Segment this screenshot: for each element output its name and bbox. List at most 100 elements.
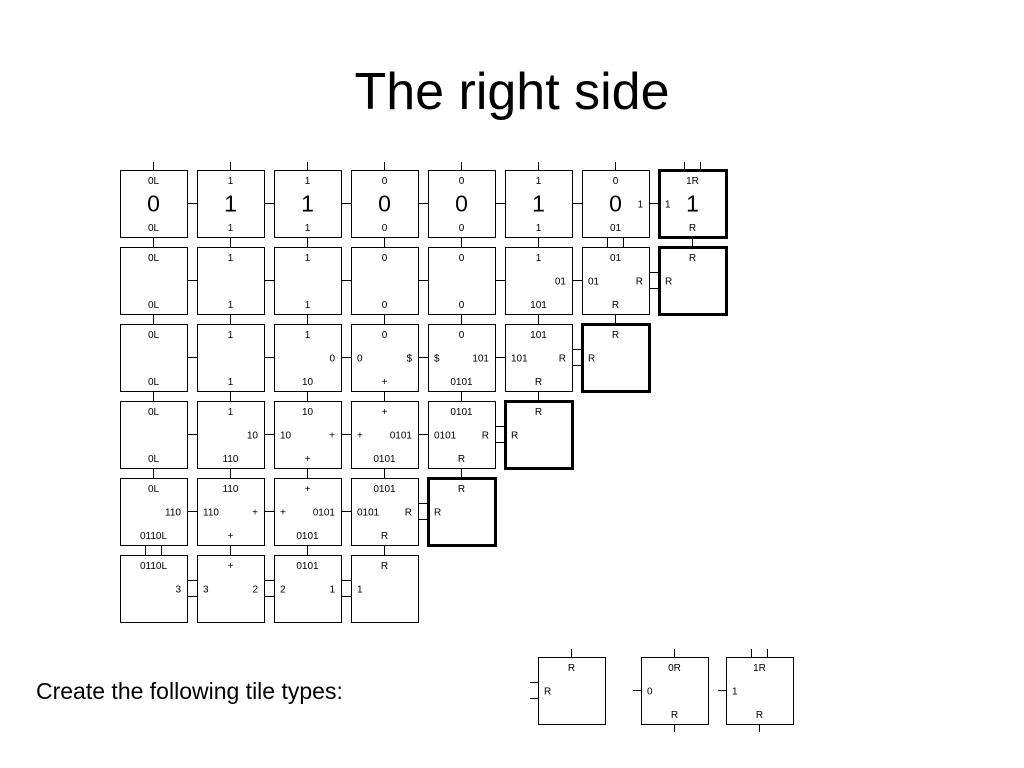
tile-left-label: 110	[203, 508, 219, 519]
tile-top-label: R	[535, 407, 542, 418]
tile-top-label: 1	[305, 330, 311, 341]
tile-top-label: +	[228, 561, 234, 572]
tile-right-label: +	[252, 508, 258, 519]
assembly-tile: 11	[189, 316, 272, 399]
tile-bottom-label: 0	[459, 223, 465, 234]
tile-border	[658, 246, 728, 316]
tile-center-value: 1	[686, 191, 699, 217]
tile-left-label: 1	[665, 200, 671, 211]
assembly-tile: 11	[189, 239, 272, 322]
tile-left-label: 1	[357, 585, 363, 596]
tile-left-label: 01	[588, 277, 600, 288]
tile-left-label: 0101	[357, 508, 380, 519]
tile-top-label: 0101	[296, 561, 319, 572]
tile-bottom-label: R	[689, 223, 696, 234]
tile-center-value: 0	[378, 191, 391, 217]
tile-left-label: +	[280, 508, 286, 519]
tile-bottom-label: 0L	[148, 223, 160, 234]
tile-border	[504, 400, 574, 470]
tile-top-label: 0	[459, 330, 465, 341]
tile-bottom-label: 1	[228, 300, 234, 311]
tile-right-label: 3	[175, 585, 181, 596]
tile-top-label: 1R	[686, 176, 699, 187]
assembly-tile: 1 101 01	[497, 239, 580, 322]
tile-bottom-label: 0L	[148, 300, 160, 311]
tile-right-label: 01	[555, 277, 567, 288]
assembly-tile: 10+10+	[266, 393, 349, 476]
tile-bottom-label: R	[535, 377, 542, 388]
tile-bottom-label: +	[382, 377, 388, 388]
tile-right-label: R	[636, 277, 643, 288]
tile-bottom-label: R	[612, 300, 619, 311]
tile-top-label: 0L	[148, 330, 160, 341]
tile-bottom-label: 1	[228, 377, 234, 388]
tile-left-label: R	[588, 354, 595, 365]
tile-border	[427, 477, 497, 547]
assembly-tile: RR	[497, 393, 574, 470]
tile-left-label: 0	[647, 687, 653, 698]
tile-border	[351, 555, 419, 623]
tile-center-value: 1	[532, 191, 545, 217]
tile-right-label: R	[482, 431, 489, 442]
assembly-tile: RR	[574, 316, 651, 393]
tile-top-label: 1	[228, 330, 234, 341]
assembly-tile: +0101+0101	[266, 470, 349, 553]
tile-top-label: 1	[536, 253, 542, 264]
assembly-tile: 1R R 1 1	[651, 162, 728, 245]
tile-top-label: 0R	[668, 663, 681, 674]
assembly-tile: R1	[343, 547, 419, 623]
assembly-tile: 00	[420, 239, 503, 322]
tile-top-label: 1	[228, 407, 234, 418]
slide-title: The right side	[354, 63, 670, 121]
tile-top-label: R	[458, 484, 465, 495]
tile-types-caption: Create the following tile types:	[36, 678, 343, 704]
tile-top-label: 1	[305, 253, 311, 264]
tile-top-label: 0L	[148, 484, 160, 495]
tile-bottom-label: 0	[382, 223, 388, 234]
assembly-tile: RR	[420, 470, 497, 547]
tile-right-label: 10	[247, 431, 259, 442]
tile-top-label: 0	[382, 176, 388, 187]
tile-bottom-label: 0	[382, 300, 388, 311]
tile-top-label: 101	[530, 330, 547, 341]
tile-bottom-label: 0110L	[140, 531, 168, 542]
tile-right-label: 2	[252, 585, 258, 596]
tile-bottom-label: 0	[459, 300, 465, 311]
tile-bottom-label: 0L	[148, 377, 160, 388]
assembly-tile: 0L 0L	[120, 316, 195, 399]
tile-top-label: R	[612, 330, 619, 341]
tile-top-label: 0	[382, 330, 388, 341]
tile-bottom-label: 0101	[450, 377, 473, 388]
tile-border	[274, 555, 342, 623]
assembly-tile: +0101+0101	[343, 393, 426, 476]
tile-top-label: R	[568, 663, 575, 674]
tile-top-label: 1	[536, 176, 542, 187]
tile-top-label: R	[689, 253, 696, 264]
tile-bottom-label: R	[458, 454, 465, 465]
tile-top-label: 0	[459, 253, 465, 264]
assembly-tile: 0 0 0	[343, 162, 426, 245]
assembly-tile: 00	[343, 239, 426, 322]
tile-top-label: 1R	[753, 663, 766, 674]
tile-right-label: 0101	[313, 508, 336, 519]
tile-bottom-label: 101	[530, 300, 547, 311]
tile-bottom-label: 10	[302, 377, 314, 388]
tile-left-label: R	[665, 277, 672, 288]
tile-top-label: 1	[228, 253, 234, 264]
tile-center-value: 1	[224, 191, 237, 217]
tile-top-label: 1	[305, 176, 311, 187]
tile-right-label: 1	[637, 200, 643, 211]
tile-bottom-label: 0101	[373, 454, 396, 465]
tile-left-label: 10	[280, 431, 292, 442]
assembly-tile: 000	[420, 162, 503, 245]
tile-border	[581, 323, 651, 393]
tile-left-label: 0101	[434, 431, 457, 442]
tile-right-label: 1	[329, 585, 335, 596]
